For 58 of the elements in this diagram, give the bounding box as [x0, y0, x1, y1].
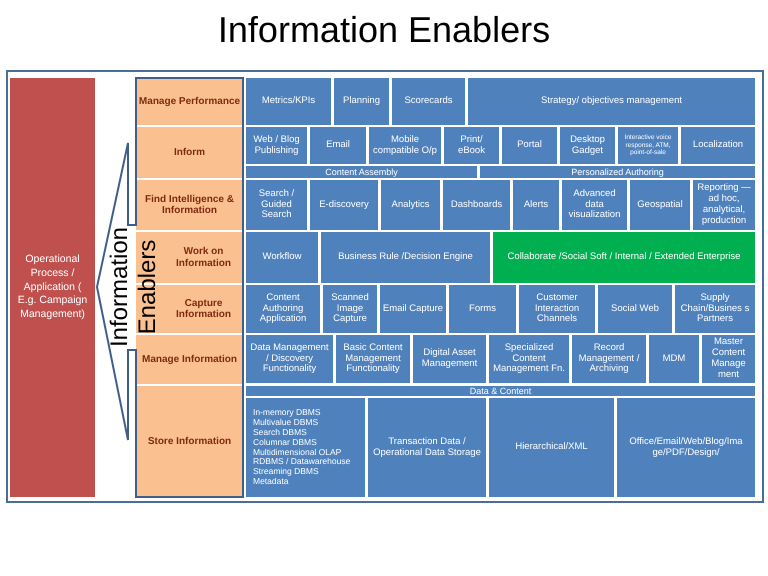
capability-tile: Search / Guided Search — [246, 180, 307, 230]
capability-tile: Office/Email/Web/Blog/Ima ge/PDF/Design/ — [617, 398, 755, 497]
capability-tile: Record Management / Archiving — [572, 335, 646, 383]
row-header: Store Information — [136, 386, 243, 497]
capability-tile: Alerts — [513, 180, 559, 230]
capability-tile: Email Capture — [380, 285, 446, 333]
row-header: Manage Performance — [136, 78, 243, 125]
capability-tile: Strategy/ objectives management — [468, 78, 755, 125]
list-item: Metadata — [253, 476, 288, 487]
layer-band: Content Assembly — [246, 166, 477, 178]
row-header: Manage Information — [136, 335, 243, 384]
list-item: Search DBMS — [253, 428, 307, 438]
process-box: Operational Process / Application ( E.g. Campaign Management) — [10, 78, 95, 497]
layer-band: Data & Content — [246, 386, 755, 396]
list-item: Multidimensional OLAP — [253, 448, 342, 458]
capability-tile: Portal — [502, 127, 557, 164]
row-header: Inform — [136, 127, 243, 178]
capability-tile: MDM — [649, 335, 699, 383]
capability-tile: Collaborate /Social Soft / Internal / Extended Enterprise — [493, 232, 755, 283]
capability-tile: Geospatial — [630, 180, 690, 230]
capability-tile: Data Management / Discovery Functionality — [246, 335, 333, 383]
capability-tile: Workflow — [246, 232, 318, 283]
capability-tile: Master Content Manage ment — [702, 335, 755, 383]
capability-tile: Basic Content Management Functionality — [336, 335, 410, 383]
capability-tile: Social Web — [598, 285, 672, 333]
row-header: Find Intelligence & Information — [136, 180, 243, 230]
capability-tile: Specialized Content Management Fn. — [489, 335, 569, 383]
capability-tile: Forms — [449, 285, 516, 333]
capability-tile: Scanned Image Capture — [323, 285, 377, 333]
capability-tile: Customer Interaction Channels — [519, 285, 595, 333]
capability-tile: Mobile compatible O/p — [369, 127, 441, 164]
capability-tile: Web / Blog Publishing — [246, 127, 307, 164]
capability-tile: Analytics — [381, 180, 440, 230]
capability-tile: Business Rule /Decision Engine — [321, 232, 490, 283]
list-item: RDBMS / Datawarehouse — [253, 457, 350, 468]
capability-tile: E-discovery — [310, 180, 378, 230]
capability-tile: Print/ eBook — [444, 127, 499, 164]
list-item: In-memory DBMS — [253, 408, 321, 418]
capability-tile — [246, 398, 365, 497]
list-item: Columnar DBMS — [253, 438, 317, 448]
capability-tile: Digital Asset Management — [413, 335, 486, 383]
capability-tile: Dashboards — [443, 180, 510, 230]
list-item: Streaming DBMS — [253, 467, 319, 477]
list-item: Multivalue DBMS — [253, 418, 318, 428]
capability-tile: Supply Chain/Busines s Partners — [675, 285, 755, 333]
capability-tile: Metrics/KPIs — [246, 78, 331, 125]
capability-tile: Content Authoring Application — [246, 285, 320, 333]
capability-tile: Desktop Gadget — [560, 127, 615, 164]
capability-tile: Reporting — ad hoc, analytical, production — [693, 180, 755, 230]
capability-tile: Scorecards — [392, 78, 465, 125]
capability-tile: Advanced data visualization — [562, 180, 627, 230]
capability-tile: Email — [310, 127, 366, 164]
layer-band: Personalized Authoring — [480, 166, 755, 178]
capability-tile: Hierarchical/XML — [489, 398, 614, 497]
capability-tile: Localization — [681, 127, 755, 164]
capability-tile: Planning — [334, 78, 389, 125]
diagram-title: Information Enablers — [216, 8, 552, 52]
capability-tile: Transaction Data / Operational Data Storage — [368, 398, 486, 497]
